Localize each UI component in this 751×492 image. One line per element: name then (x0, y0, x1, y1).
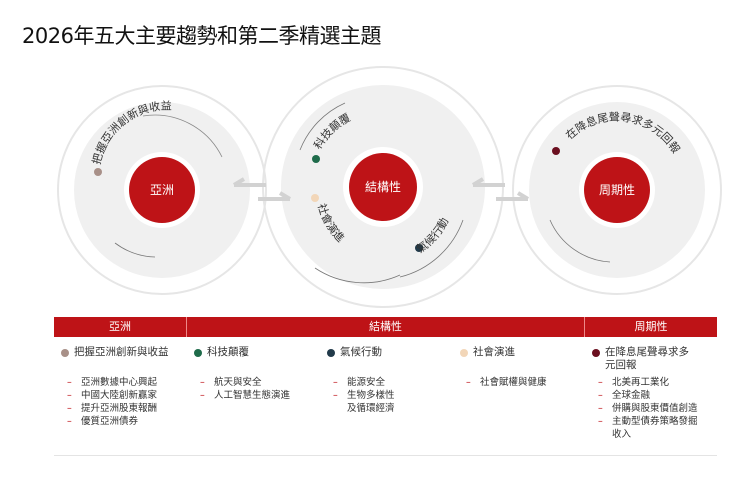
cyclical-center-label: 周期性 (599, 183, 635, 197)
asia-arc-arrow (142, 114, 223, 158)
column-climate: 氣候行動 –能源安全 –生物多樣性及循環經濟 (327, 346, 437, 415)
tech-dot (312, 155, 320, 163)
cyclical-dot (552, 147, 560, 155)
asia-center (129, 157, 195, 223)
cyclical-center (584, 157, 650, 223)
header-structural: 結構性 (187, 317, 584, 337)
arrow-right-icon (258, 191, 292, 201)
society-dot (311, 194, 319, 202)
society-dot-icon (460, 349, 468, 357)
column-society: 社會演進 –社會賦權與健康 (460, 346, 580, 389)
structural-arc-arrow (299, 102, 346, 151)
column-tech: 科技顛覆 –航天與安全 –人工智慧生態演進 (194, 346, 319, 402)
cyclical-outer-ring (512, 85, 722, 295)
list-item: –人工智慧生態演進 (200, 390, 291, 401)
list-item: –全球金融 (598, 390, 651, 401)
asia-arc-arrow (114, 242, 156, 258)
header-cyclical: 周期性 (585, 317, 717, 337)
arrow-left-icon (232, 177, 266, 187)
column-asia: 把握亞洲創新與收益 –亞洲數據中心興起 –中國大陸創新贏家 –提升亞洲股東報酬 … (61, 346, 186, 428)
list-item: –併購與股東價值創造 (598, 403, 698, 414)
cyclical-arc-arrow (549, 219, 611, 263)
list-item: –能源安全 (333, 377, 386, 388)
list-item: –北美再工業化 (598, 377, 670, 388)
climate-dot-icon (327, 349, 335, 357)
list-item: –提升亞洲股東報酬 (67, 403, 158, 414)
list-item: –航天與安全 (200, 377, 262, 388)
column-cyclical: 在降息尾聲尋求多元回報 –北美再工業化 –全球金融 –併購與股東價值創造 –主動… (592, 346, 710, 441)
list-item: –中國大陸創新贏家 (67, 390, 158, 401)
structural-arc-arrow (314, 219, 464, 284)
cyclical-dot-icon (592, 349, 600, 357)
asia-center-label: 亞洲 (150, 183, 174, 197)
arrow-left-icon (471, 177, 505, 187)
asia-outer-ring (57, 85, 267, 295)
list-item: –亞洲數據中心興起 (67, 377, 158, 388)
tech-dot-icon (194, 349, 202, 357)
arrow-right-icon (496, 191, 530, 201)
list-item: –優質亞洲債券 (67, 416, 139, 427)
list-item: –生物多樣性及循環經濟 (333, 390, 395, 414)
climate-dot (415, 244, 423, 252)
list-item: –主動型債券策略發掘收入 (598, 416, 698, 440)
structural-center-label: 結構性 (365, 180, 401, 194)
page-title: 2026年五大主要趨勢和第二季精選主題 (22, 24, 381, 48)
asia-dot-icon (61, 349, 69, 357)
trend-diagram: 亞洲 結構性 周期性 把握亞洲創新與收益 科技顛覆 社會演進 氣候行動 在降息尾… (57, 66, 722, 308)
header-asia: 亞洲 (54, 317, 186, 337)
list-item: –社會賦權與健康 (466, 377, 547, 388)
structural-center (349, 153, 417, 221)
asia-dot (94, 168, 102, 176)
bottom-divider (54, 455, 717, 456)
